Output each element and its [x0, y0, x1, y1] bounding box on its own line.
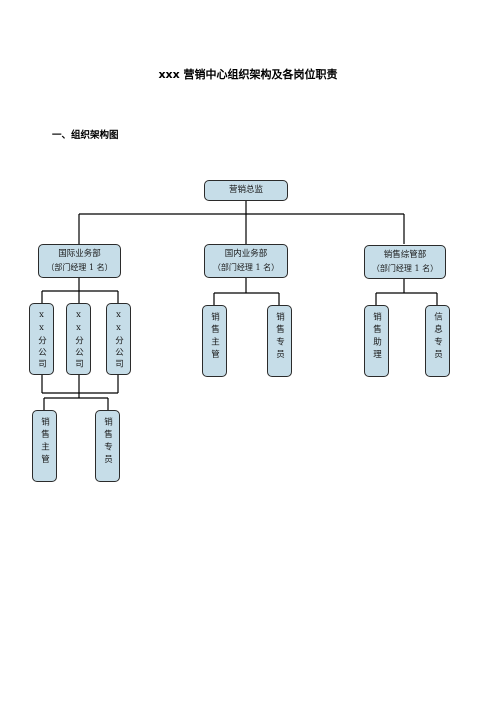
branch-box-2: xx分公司: [66, 303, 91, 375]
intl-dept-label: 国际业务部: [58, 249, 101, 259]
branch-label-2: xx分公司: [73, 310, 84, 371]
sales-mgmt-dept-box: 销售综管部 （部门经理 1 名）: [364, 245, 446, 279]
sales-assistant-box: 销售助理: [364, 305, 389, 377]
branch-label-3: xx分公司: [113, 310, 124, 371]
info-specialist-label: 信息专员: [432, 312, 443, 362]
domestic-dept-label: 国内业务部: [224, 249, 268, 259]
branch-sales-specialist-label: 销售专员: [102, 417, 113, 467]
sales-assistant-label: 销售助理: [371, 312, 382, 362]
domestic-sales-specialist-label: 销售专员: [274, 312, 285, 362]
domestic-sales-supervisor-label: 销售主管: [209, 312, 220, 362]
intl-dept-note: （部门经理 1 名）: [46, 263, 113, 272]
document-title: xxx 营销中心组织架构及各岗位职责: [158, 68, 338, 81]
section-heading: 一、组织架构图: [52, 130, 119, 141]
domestic-sales-supervisor-box: 销售主管: [202, 305, 227, 377]
branch-sales-specialist-box: 销售专员: [95, 410, 120, 482]
branch-box-3: xx分公司: [106, 303, 131, 375]
sales-mgmt-dept-note: （部门经理 1 名）: [371, 264, 439, 273]
domestic-dept-note: （部门经理 1 名）: [212, 263, 280, 272]
branch-sales-supervisor-label: 销售主管: [39, 417, 50, 467]
domestic-dept-box: 国内业务部 （部门经理 1 名）: [204, 244, 288, 278]
director-label: 营销总监: [228, 185, 263, 195]
director-box: 营销总监: [204, 180, 288, 201]
domestic-sales-specialist-box: 销售专员: [267, 305, 292, 377]
intl-dept-box: 国际业务部 （部门经理 1 名）: [38, 244, 121, 278]
branch-sales-supervisor-box: 销售主管: [32, 410, 57, 482]
branch-box-1: xx分公司: [29, 303, 54, 375]
info-specialist-box: 信息专员: [425, 305, 450, 377]
sales-mgmt-dept-label: 销售综管部: [383, 250, 427, 260]
branch-label-1: xx分公司: [36, 310, 47, 371]
